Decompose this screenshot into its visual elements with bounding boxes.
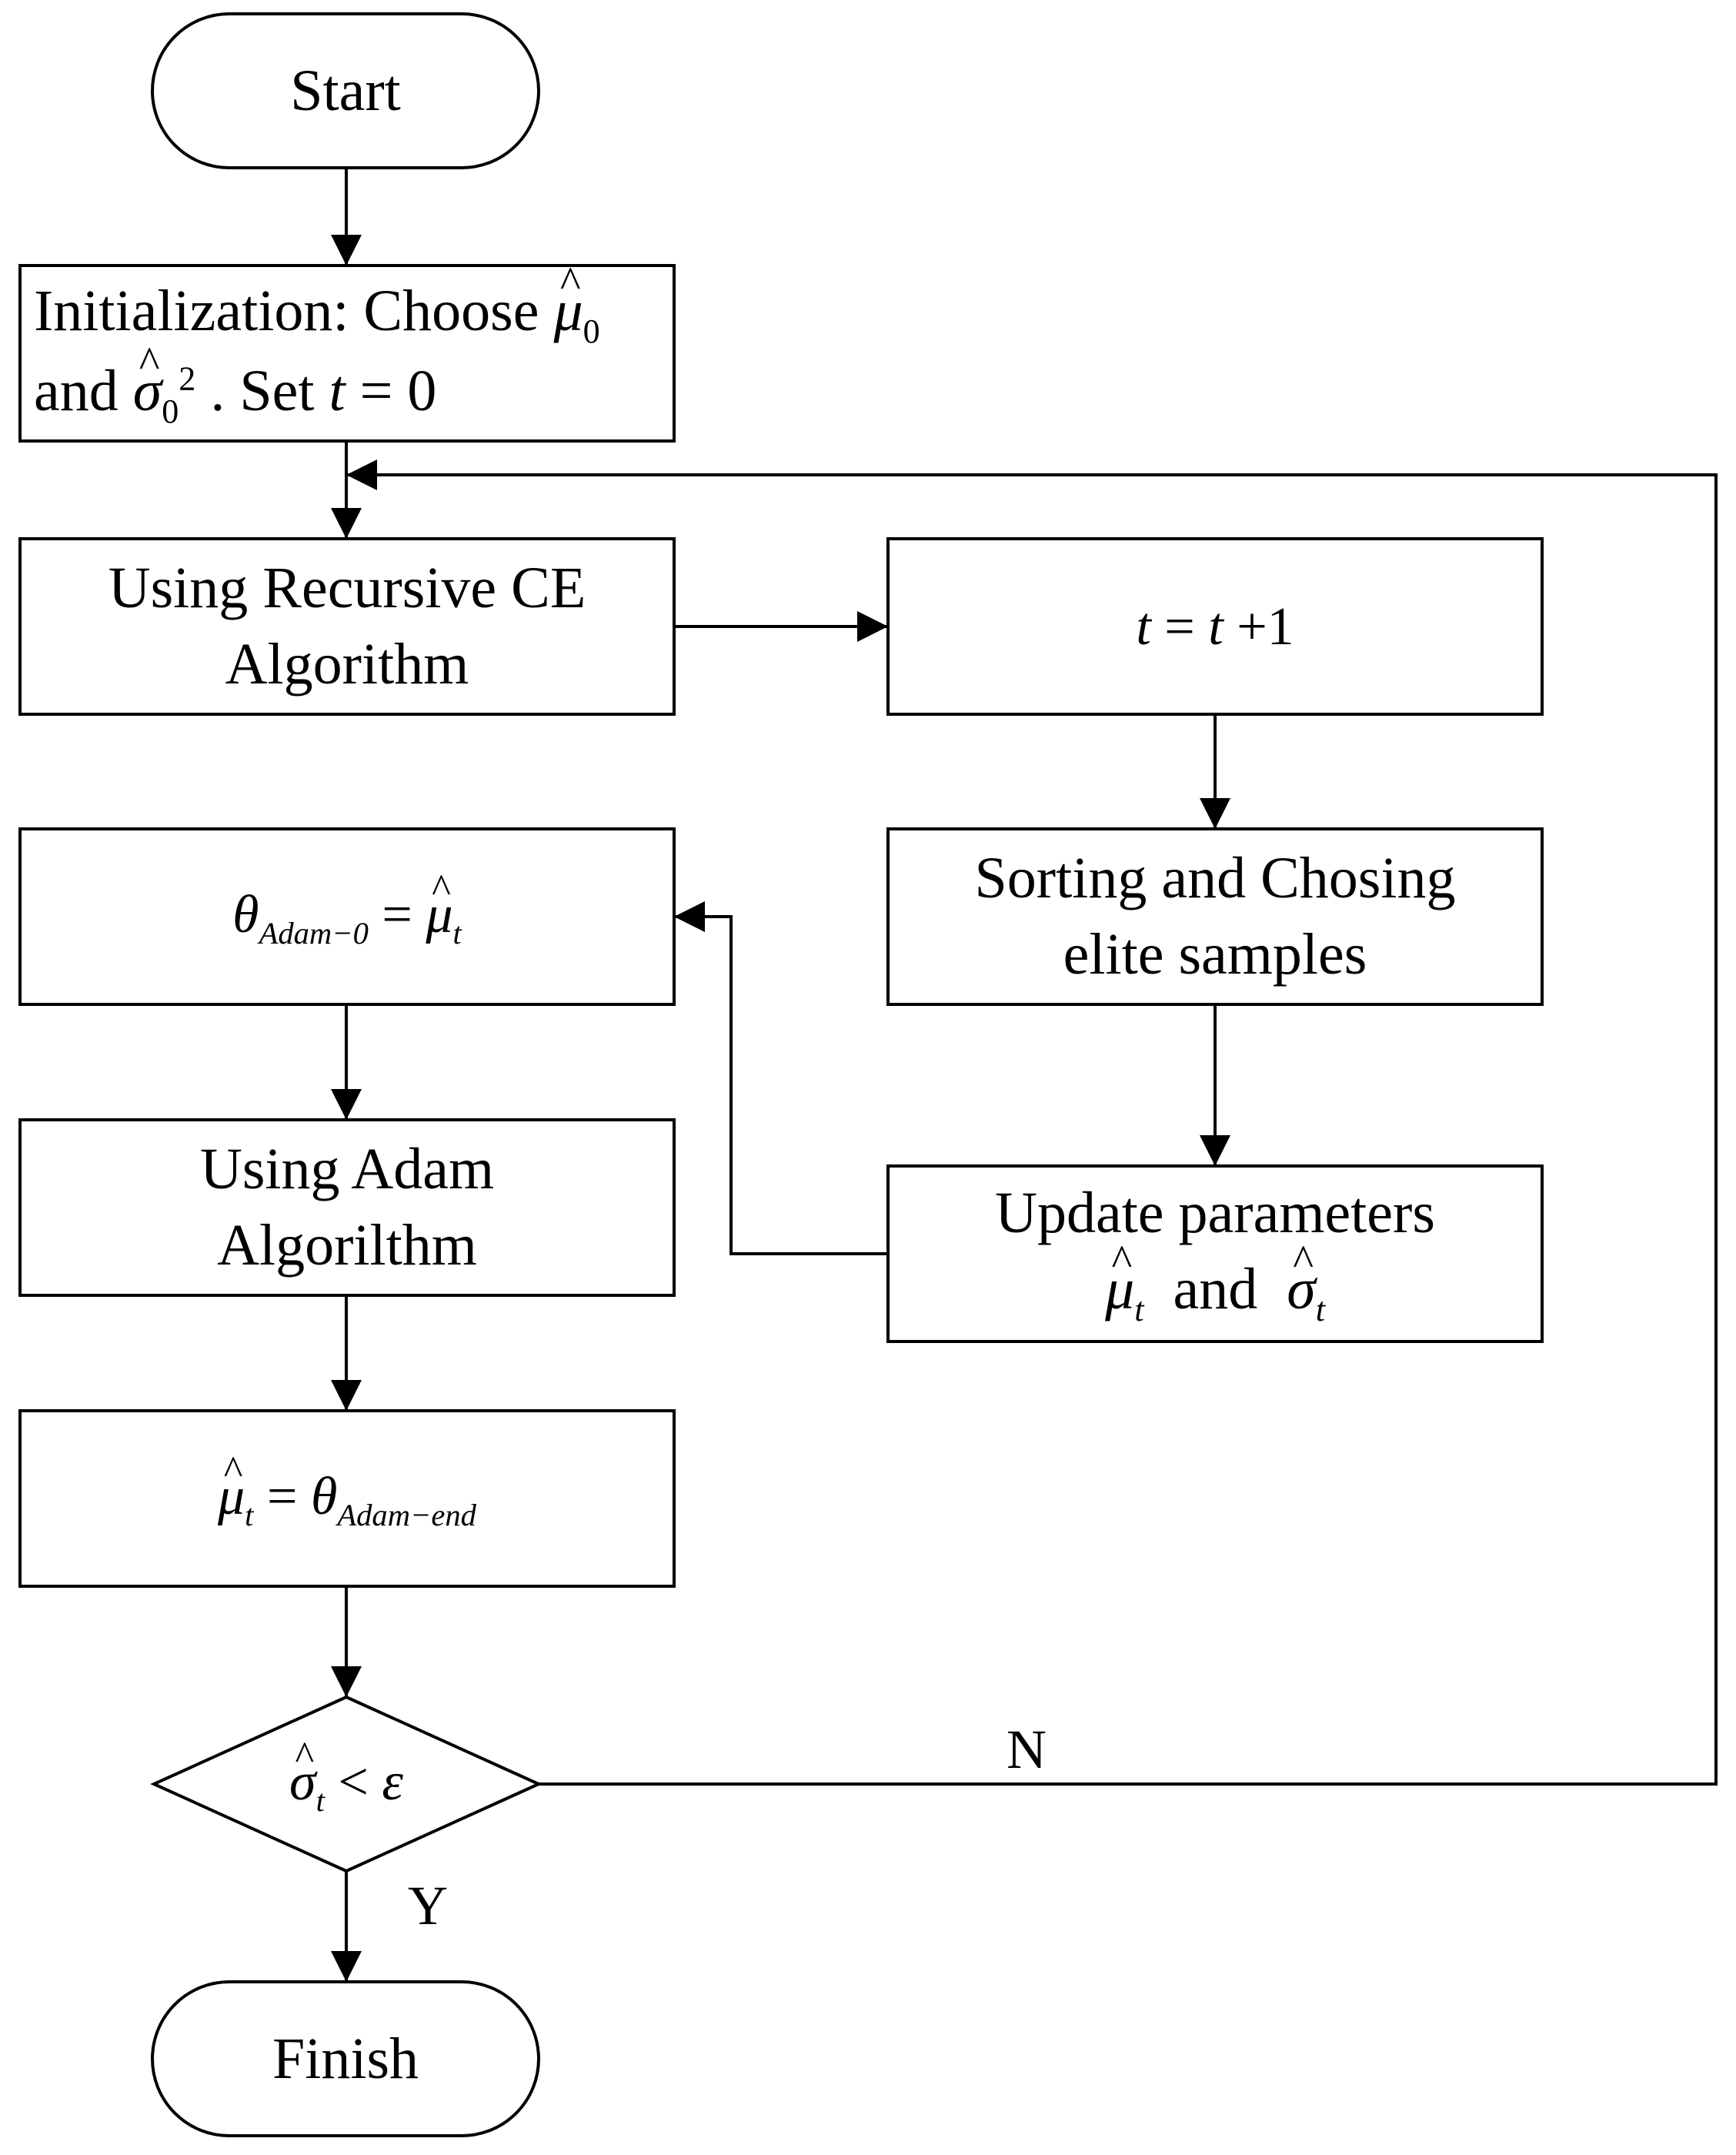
update-params-label: Update parameters μt and σt [888,1166,1542,1341]
init-line-2: and σ02 . Set t = 0 [34,353,436,433]
recursive-ce-label: Using Recursive CE Algorithm [108,556,586,697]
arrow-decision-no-loop [346,459,1718,1786]
t-update-label: t = t +1 [1136,596,1294,657]
init-line-1: Initialization: Choose μ0 [34,273,600,353]
finish-label: Finish [272,2026,419,2091]
decision-label: σt < ε [154,1697,539,1871]
branch-yes-label: Y [408,1875,448,1936]
branch-no-label: N [1007,1719,1047,1780]
init-label: Initialization: Choose μ0 and σ02 . Set … [20,266,674,441]
start-label: Start [290,58,401,123]
mu-assign-label: μt = θAdam−end [20,1411,674,1586]
mu-assign-box [18,1409,676,1588]
sorting-box [886,827,1544,1006]
sorting-label: Sorting and Chosing elite samples [974,846,1456,987]
theta-init-label: θAdam−0 = μt [20,829,674,1004]
adam-label: Using Adam Algorilthm [199,1137,495,1278]
arrow-update-to-theta [674,901,888,1255]
t-update-box [886,537,1544,716]
update-params-box [886,1164,1544,1343]
